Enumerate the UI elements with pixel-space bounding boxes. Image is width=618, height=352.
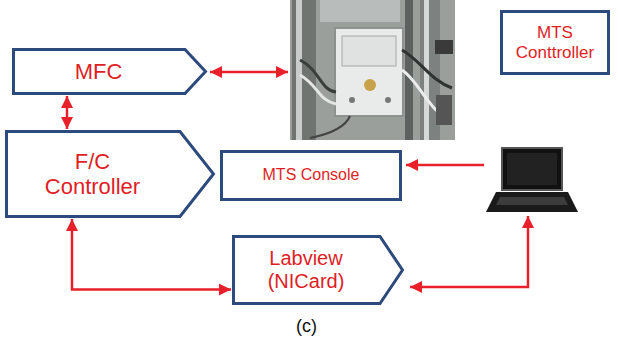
text-area: MTS Console: [223, 153, 399, 198]
photo-arrow: [210, 71, 288, 74]
node-label: F/C Controller: [33, 149, 153, 200]
node-label: Labview (NICard): [250, 247, 362, 293]
arrow-box: MFC: [12, 48, 207, 95]
arrow-outline-path: [14, 50, 206, 94]
connector-arrow: [66, 96, 69, 129]
arrow-box: Labview (NICard): [232, 235, 404, 305]
node-label: MTS Console: [263, 166, 360, 184]
rig-photo: [290, 0, 455, 140]
text-area: F/C Controller: [5, 130, 180, 218]
text-area: MTS Conttroller: [503, 13, 607, 72]
arrow-outline-path: [7, 132, 214, 217]
process-box: MTS Conttroller: [500, 10, 610, 75]
text-area: Labview (NICard): [232, 235, 380, 305]
laptop-icon: [486, 148, 578, 212]
figure-caption: (c): [296, 316, 317, 337]
arrow-outline-path: [234, 237, 403, 304]
laptop-link: [410, 216, 528, 287]
connector-arrow: [72, 219, 231, 290]
arrow-box: F/C Controller: [5, 130, 215, 218]
process-box: MTS Console: [220, 150, 402, 201]
text-area: MFC: [12, 48, 185, 95]
console-arrow: [406, 164, 484, 167]
node-label: MTS Conttroller: [505, 23, 605, 62]
node-label: MFC: [75, 59, 123, 84]
